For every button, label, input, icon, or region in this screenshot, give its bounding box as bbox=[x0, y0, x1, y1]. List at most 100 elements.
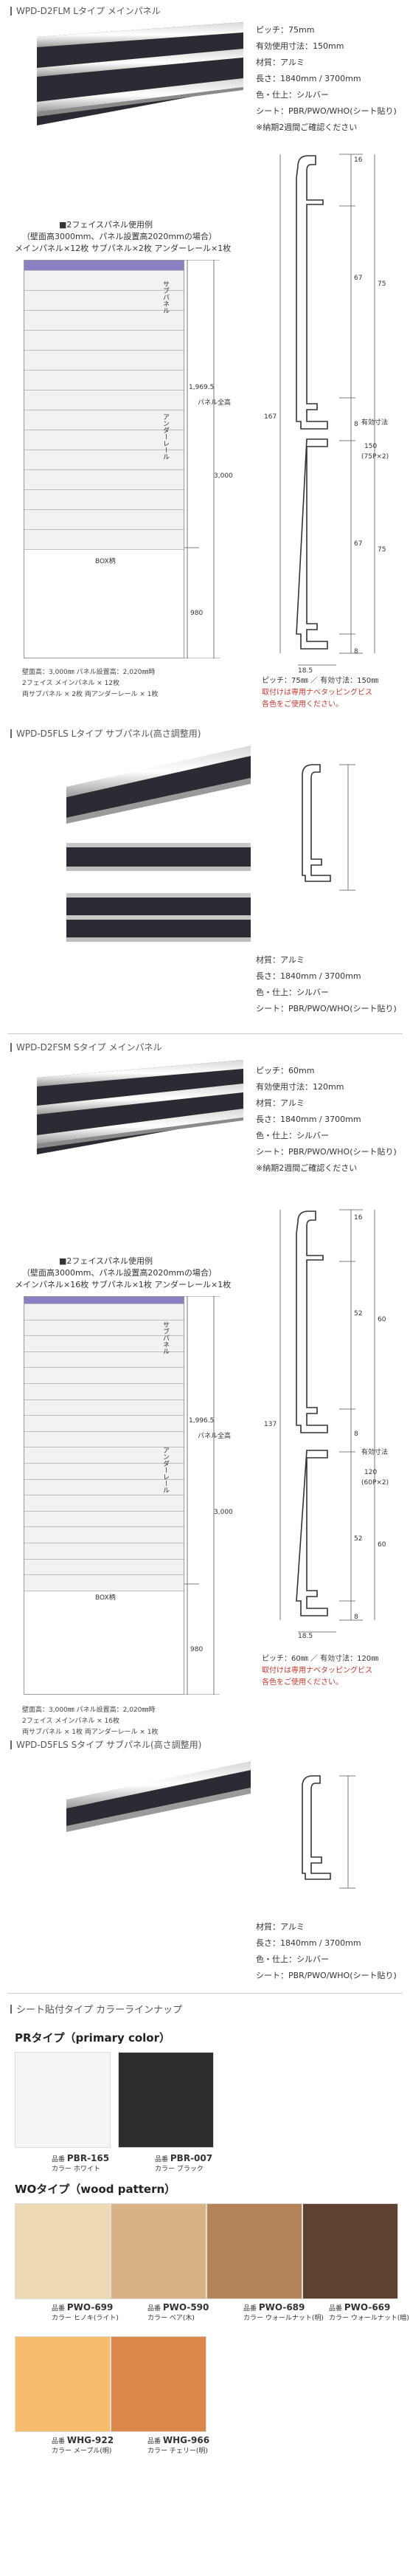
example-counts: メインパネル×12枚 サブパネル×2枚 アンダーレール×1枚 bbox=[15, 244, 232, 253]
code-label: 品番 bbox=[52, 2438, 66, 2445]
panel-row bbox=[24, 1495, 184, 1512]
panel-row bbox=[24, 450, 184, 470]
dim-h1: 1,969.5 bbox=[189, 384, 215, 391]
section-title-l-main: WPD-D2FLM Lタイプ メインパネル bbox=[10, 4, 161, 17]
l-sub-profile-drawing bbox=[302, 764, 355, 891]
profile-note-line: 各色をご使用ください。 bbox=[262, 700, 343, 709]
panel-row bbox=[24, 1320, 184, 1337]
swatch-pwo-689 bbox=[206, 2203, 302, 2299]
s-profile-note: ピッチ：60㎜ ／ 有効寸法：120㎜ 取付けは専用ナベタッピングビス 各色をご… bbox=[262, 1653, 378, 1689]
dim-d1: 16 bbox=[354, 156, 363, 164]
dim-width: 18.5 bbox=[298, 667, 313, 675]
l-profile-drawing bbox=[279, 154, 375, 666]
spec-sheet: シート：PBR/PWO/WHO(シート貼り) bbox=[256, 106, 397, 116]
l-main-specs: ピッチ：75mm 有効使用寸法：150mm 材質：アルミ 長さ：1840mm /… bbox=[256, 22, 397, 136]
spec-color-finish: 色・仕上：シルバー bbox=[256, 988, 329, 997]
panel-row bbox=[24, 351, 184, 371]
section-title-l-sub: WPD-D5FLS Lタイプ サブパネル(高さ調整用) bbox=[10, 727, 201, 740]
spec-color-finish: 色・仕上：シルバー bbox=[256, 90, 329, 100]
product-code: PBR-007 bbox=[170, 2153, 213, 2163]
color-label: カラー ホワイト bbox=[52, 2166, 100, 2173]
profile-note-line: 各色をご使用ください。 bbox=[262, 1678, 343, 1687]
s-profile-drawing bbox=[279, 1209, 375, 1633]
box-pattern-label: BOX柄 bbox=[95, 1594, 116, 1602]
code-label: 品番 bbox=[147, 2305, 161, 2312]
color-label: カラー メープル(明) bbox=[52, 2448, 112, 2455]
under-rail-label: アンダーレール bbox=[161, 1447, 169, 1493]
color-label: カラー ヒノキ(ライト) bbox=[52, 2315, 119, 2322]
dim-d4: 137 bbox=[264, 1421, 277, 1428]
dim-effective-pitch: (75P×2) bbox=[361, 453, 389, 461]
example-subtitle: （壁面高3000mm、パネル設置高2020mmの場合） bbox=[22, 232, 217, 241]
panel-row bbox=[24, 510, 184, 530]
spec-length: 長さ：1840mm / 3700mm bbox=[256, 1938, 361, 1948]
spec-color-finish: 色・仕上：シルバー bbox=[256, 1131, 329, 1140]
l-sub-specs: 材質：アルミ 長さ：1840mm / 3700mm 色・仕上：シルバー シート：… bbox=[256, 952, 397, 1017]
section-title-s-main: WPD-D2FSM Sタイプ メインパネル bbox=[10, 1041, 161, 1053]
spec-note: ※納期2週間ご確認ください bbox=[256, 123, 358, 132]
color-label: カラー ウォールナット(明) bbox=[243, 2315, 324, 2322]
swatch-pbr-007 bbox=[118, 2052, 214, 2148]
footnote-line: 2フェイス メインパネル × 12枚 bbox=[22, 680, 120, 687]
panel-row bbox=[24, 371, 184, 390]
pr-type-title: PRタイプ（primary color） bbox=[15, 2031, 171, 2045]
swatch-label-pbr-007: 品番 PBR-007 カラー ブラック bbox=[155, 2154, 212, 2174]
dim-d7: 75 bbox=[378, 546, 386, 554]
code-label: 品番 bbox=[243, 2305, 257, 2312]
panel-row bbox=[24, 291, 184, 311]
example-counts: メインパネル×16枚 サブパネル×1枚 アンダーレール×1枚 bbox=[15, 1280, 232, 1289]
color-label: カラー ベア(木) bbox=[147, 2315, 195, 2322]
spec-pitch: ピッチ：60mm bbox=[256, 1066, 315, 1075]
spec-note: ※納期2週間ご確認ください bbox=[256, 1163, 358, 1173]
dim-d4: 167 bbox=[264, 413, 277, 421]
spec-length: 長さ：1840mm / 3700mm bbox=[256, 1115, 361, 1124]
s-main-panel-photo bbox=[37, 1060, 243, 1154]
s-dim-lines bbox=[184, 1296, 220, 1695]
panel-row bbox=[24, 1368, 184, 1384]
title-bar bbox=[10, 1740, 12, 1749]
section-title-s-sub: WPD-D5FLS Sタイプ サブパネル(高さ調整用) bbox=[10, 1738, 201, 1751]
color-label: カラー ブラック bbox=[155, 2166, 204, 2173]
dim-width: 18.5 bbox=[298, 1633, 313, 1640]
panel-row bbox=[24, 470, 184, 490]
dim-d3: 60 bbox=[378, 1316, 386, 1323]
panel-row bbox=[24, 1416, 184, 1432]
dim-h3: 980 bbox=[190, 610, 204, 617]
color-lineup-title: シート貼付タイプ カラーラインナップ bbox=[10, 2002, 182, 2016]
swatch-label-pwo-669: 品番 PWO-669 カラー ウォールナット(暗) bbox=[329, 2303, 409, 2324]
l-dim-lines bbox=[184, 260, 220, 658]
panel-row bbox=[24, 1431, 184, 1448]
dim-d6: 52 bbox=[354, 1535, 363, 1543]
section-title-text: WPD-D5FLS Sタイプ サブパネル(高さ調整用) bbox=[16, 1740, 202, 1750]
panel-row bbox=[24, 490, 184, 510]
example-subtitle: （壁面高3000mm、パネル設置高2020mmの場合） bbox=[22, 1268, 217, 1278]
spec-sheet: シート：PBR/PWO/WHO(シート貼り) bbox=[256, 1004, 397, 1013]
spec-length: 長さ：1840mm / 3700mm bbox=[256, 971, 361, 981]
footnote-line: 壁面高：3,000㎜ パネル設置高：2,020㎜時 bbox=[22, 669, 156, 676]
code-label: 品番 bbox=[147, 2438, 161, 2445]
s-elevation-diagram: BOX柄 bbox=[24, 1296, 184, 1695]
example-title: ■2フェイスパネル使用例 bbox=[59, 220, 153, 230]
dim-effective-label: 有効寸法 bbox=[361, 1449, 389, 1456]
spec-length: 長さ：1840mm / 3700mm bbox=[256, 74, 361, 83]
swatch-label-whg-966: 品番 WHG-966 カラー チェリー(明) bbox=[147, 2436, 209, 2456]
top-rail bbox=[24, 1297, 184, 1304]
panel-row bbox=[24, 1559, 184, 1576]
dim-effective-value: 150 bbox=[364, 443, 378, 450]
code-label: 品番 bbox=[52, 2305, 66, 2312]
spec-effective-size: 有効使用寸法：120mm bbox=[256, 1082, 344, 1092]
swatch-pwo-590 bbox=[111, 2203, 206, 2299]
product-code: PWO-590 bbox=[162, 2302, 209, 2312]
l-footnote: 壁面高：3,000㎜ パネル設置高：2,020㎜時 2フェイス メインパネル ×… bbox=[22, 667, 158, 700]
section-title-text: WPD-D2FLM Lタイプ メインパネル bbox=[16, 6, 161, 16]
code-label: 品番 bbox=[155, 2156, 169, 2163]
dim-h3: 980 bbox=[190, 1646, 204, 1653]
dim-d7: 60 bbox=[378, 1541, 386, 1549]
title-bar bbox=[10, 729, 12, 738]
panel-row bbox=[24, 410, 184, 430]
section-divider bbox=[7, 1993, 403, 1994]
spec-pitch: ピッチ：75mm bbox=[256, 25, 315, 35]
swatch-label-pwo-689: 品番 PWO-689 カラー ウォールナット(明) bbox=[243, 2303, 324, 2324]
product-code: PBR-165 bbox=[66, 2153, 110, 2163]
footnote-line: 両サブパネル × 1枚 両アンダーレール × 1枚 bbox=[22, 1729, 159, 1736]
